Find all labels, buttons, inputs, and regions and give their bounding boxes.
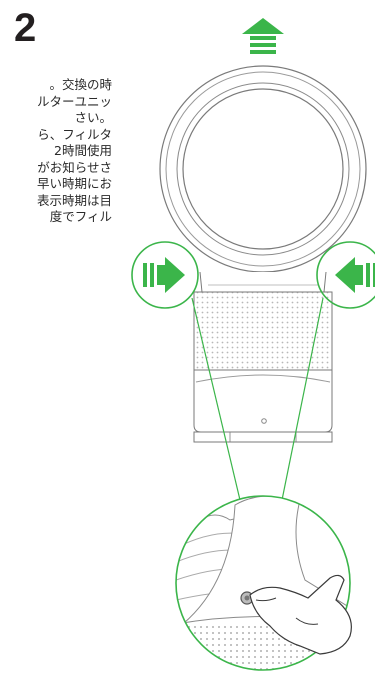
instruction-line: がお知らせさ xyxy=(37,159,112,175)
instruction-line: 表示時期は目 xyxy=(36,192,112,208)
instruction-text: 。交換の時 ルターユニッ さい。 ら、フィルタ 2時間使用 がお知らせさ 早い時… xyxy=(0,77,112,287)
instruction-line: さい。 xyxy=(74,110,112,125)
fan-body xyxy=(193,291,333,443)
left-push-indicator xyxy=(131,241,199,309)
fan-neck xyxy=(199,271,327,293)
instruction-line: 2時間使用 xyxy=(54,143,112,158)
push-left-arrow-icon xyxy=(335,257,375,293)
instruction-line: 早い時期にお xyxy=(36,176,112,191)
right-push-indicator xyxy=(316,241,375,309)
instruction-line: 度でフィル xyxy=(49,209,112,224)
instruction-line: ら、フィルタ xyxy=(37,126,112,142)
finger-press-icon xyxy=(249,574,352,655)
zoom-detail xyxy=(175,495,352,671)
step-number: 2 xyxy=(14,6,37,50)
push-right-arrow-icon xyxy=(143,257,185,293)
fan-loop xyxy=(159,65,367,273)
instruction-line: 。交換の時 xyxy=(49,77,112,92)
up-arrow-icon xyxy=(242,18,284,54)
instruction-line: ルターユニッ xyxy=(36,93,112,109)
